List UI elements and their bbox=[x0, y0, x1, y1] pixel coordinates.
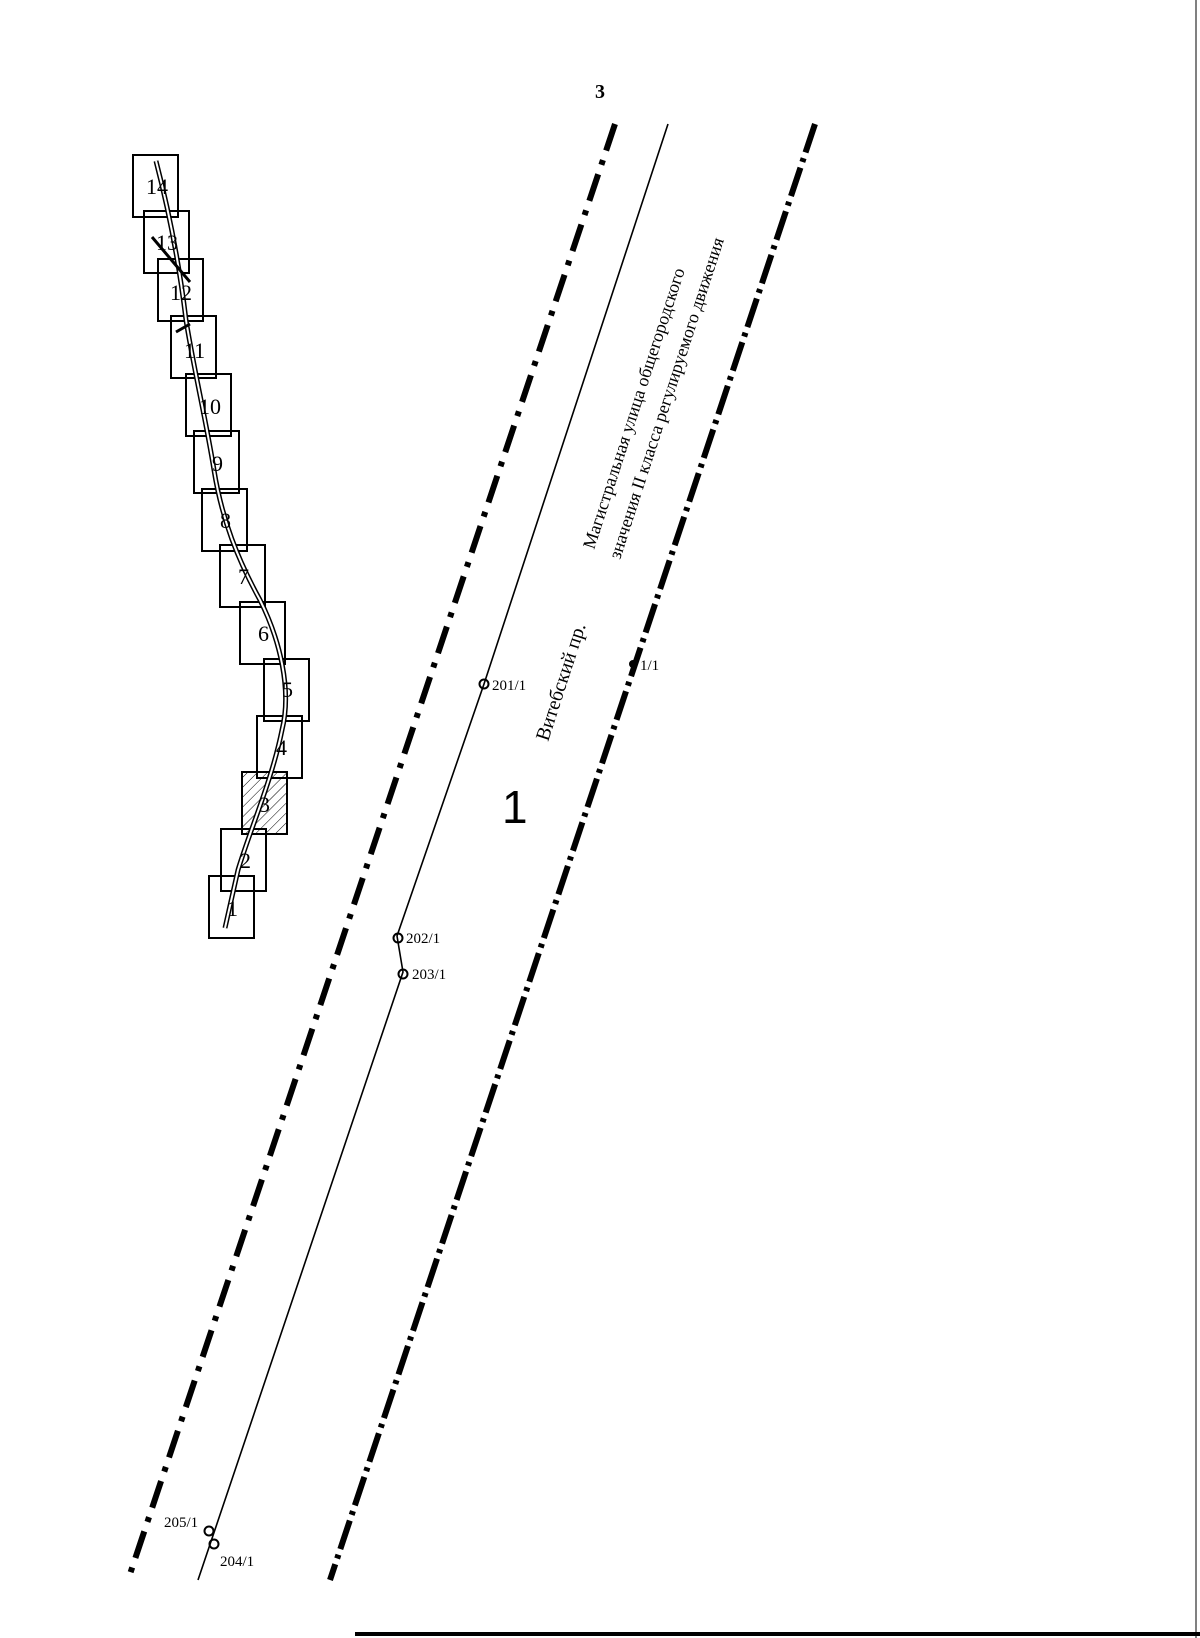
sheet-3 bbox=[241, 771, 288, 835]
survey-point-label: 202/1 bbox=[406, 931, 440, 947]
route-centerline-inner bbox=[155, 160, 287, 929]
sheet-12 bbox=[157, 258, 204, 322]
street-name: Витебский пр. bbox=[532, 620, 591, 743]
survey-point-label: 203/1 bbox=[412, 967, 446, 983]
sheet-label: 5 bbox=[282, 677, 293, 702]
sheet-labels: 14 13 12 11 10 9 8 7 6 5 4 3 2 1 bbox=[146, 174, 293, 921]
sheet-label: 9 bbox=[212, 451, 223, 476]
sheet-label: 10 bbox=[199, 394, 221, 419]
sheet-label: 1 bbox=[227, 896, 238, 921]
route-branch bbox=[150, 236, 192, 334]
right-boundary-line bbox=[327, 123, 818, 1581]
sheet-5 bbox=[263, 658, 310, 722]
sheet-label: 2 bbox=[240, 848, 251, 873]
sheet-label: 3 bbox=[259, 792, 270, 817]
survey-point-label: 204/1 bbox=[220, 1554, 254, 1570]
road-edge-line bbox=[197, 123, 669, 1581]
sheet-label: 14 bbox=[146, 174, 168, 199]
survey-point-1: 1/1 bbox=[629, 658, 659, 674]
sheet-11 bbox=[170, 315, 217, 379]
sheet-1 bbox=[208, 875, 255, 939]
survey-point-202: 202/1 bbox=[392, 931, 440, 947]
sheet-7 bbox=[219, 544, 266, 608]
survey-point-204: 204/1 bbox=[208, 1538, 254, 1570]
survey-point-203: 203/1 bbox=[397, 967, 446, 983]
sheet-label: 8 bbox=[220, 508, 231, 533]
sheet-8 bbox=[201, 488, 248, 552]
left-red-line bbox=[125, 123, 618, 1581]
survey-point-label: 205/1 bbox=[164, 1515, 198, 1531]
survey-point-label: 1/1 bbox=[640, 658, 659, 674]
sheet-label: 7 bbox=[238, 564, 249, 589]
survey-point-201: 201/1 bbox=[478, 678, 526, 694]
page-number: 3 bbox=[595, 81, 605, 103]
sheet-label: 12 bbox=[170, 280, 192, 305]
sheet-label: 6 bbox=[258, 621, 269, 646]
sheet-index bbox=[132, 154, 310, 939]
survey-point-205: 205/1 bbox=[164, 1515, 215, 1537]
sheet-label: 4 bbox=[276, 735, 287, 760]
survey-point-label: 201/1 bbox=[492, 678, 526, 694]
sheet-2 bbox=[220, 828, 267, 892]
sheet-14 bbox=[132, 154, 179, 218]
sheet-label: 11 bbox=[184, 338, 205, 363]
zone-number: 1 bbox=[502, 781, 528, 833]
sheet-label: 13 bbox=[156, 230, 178, 255]
